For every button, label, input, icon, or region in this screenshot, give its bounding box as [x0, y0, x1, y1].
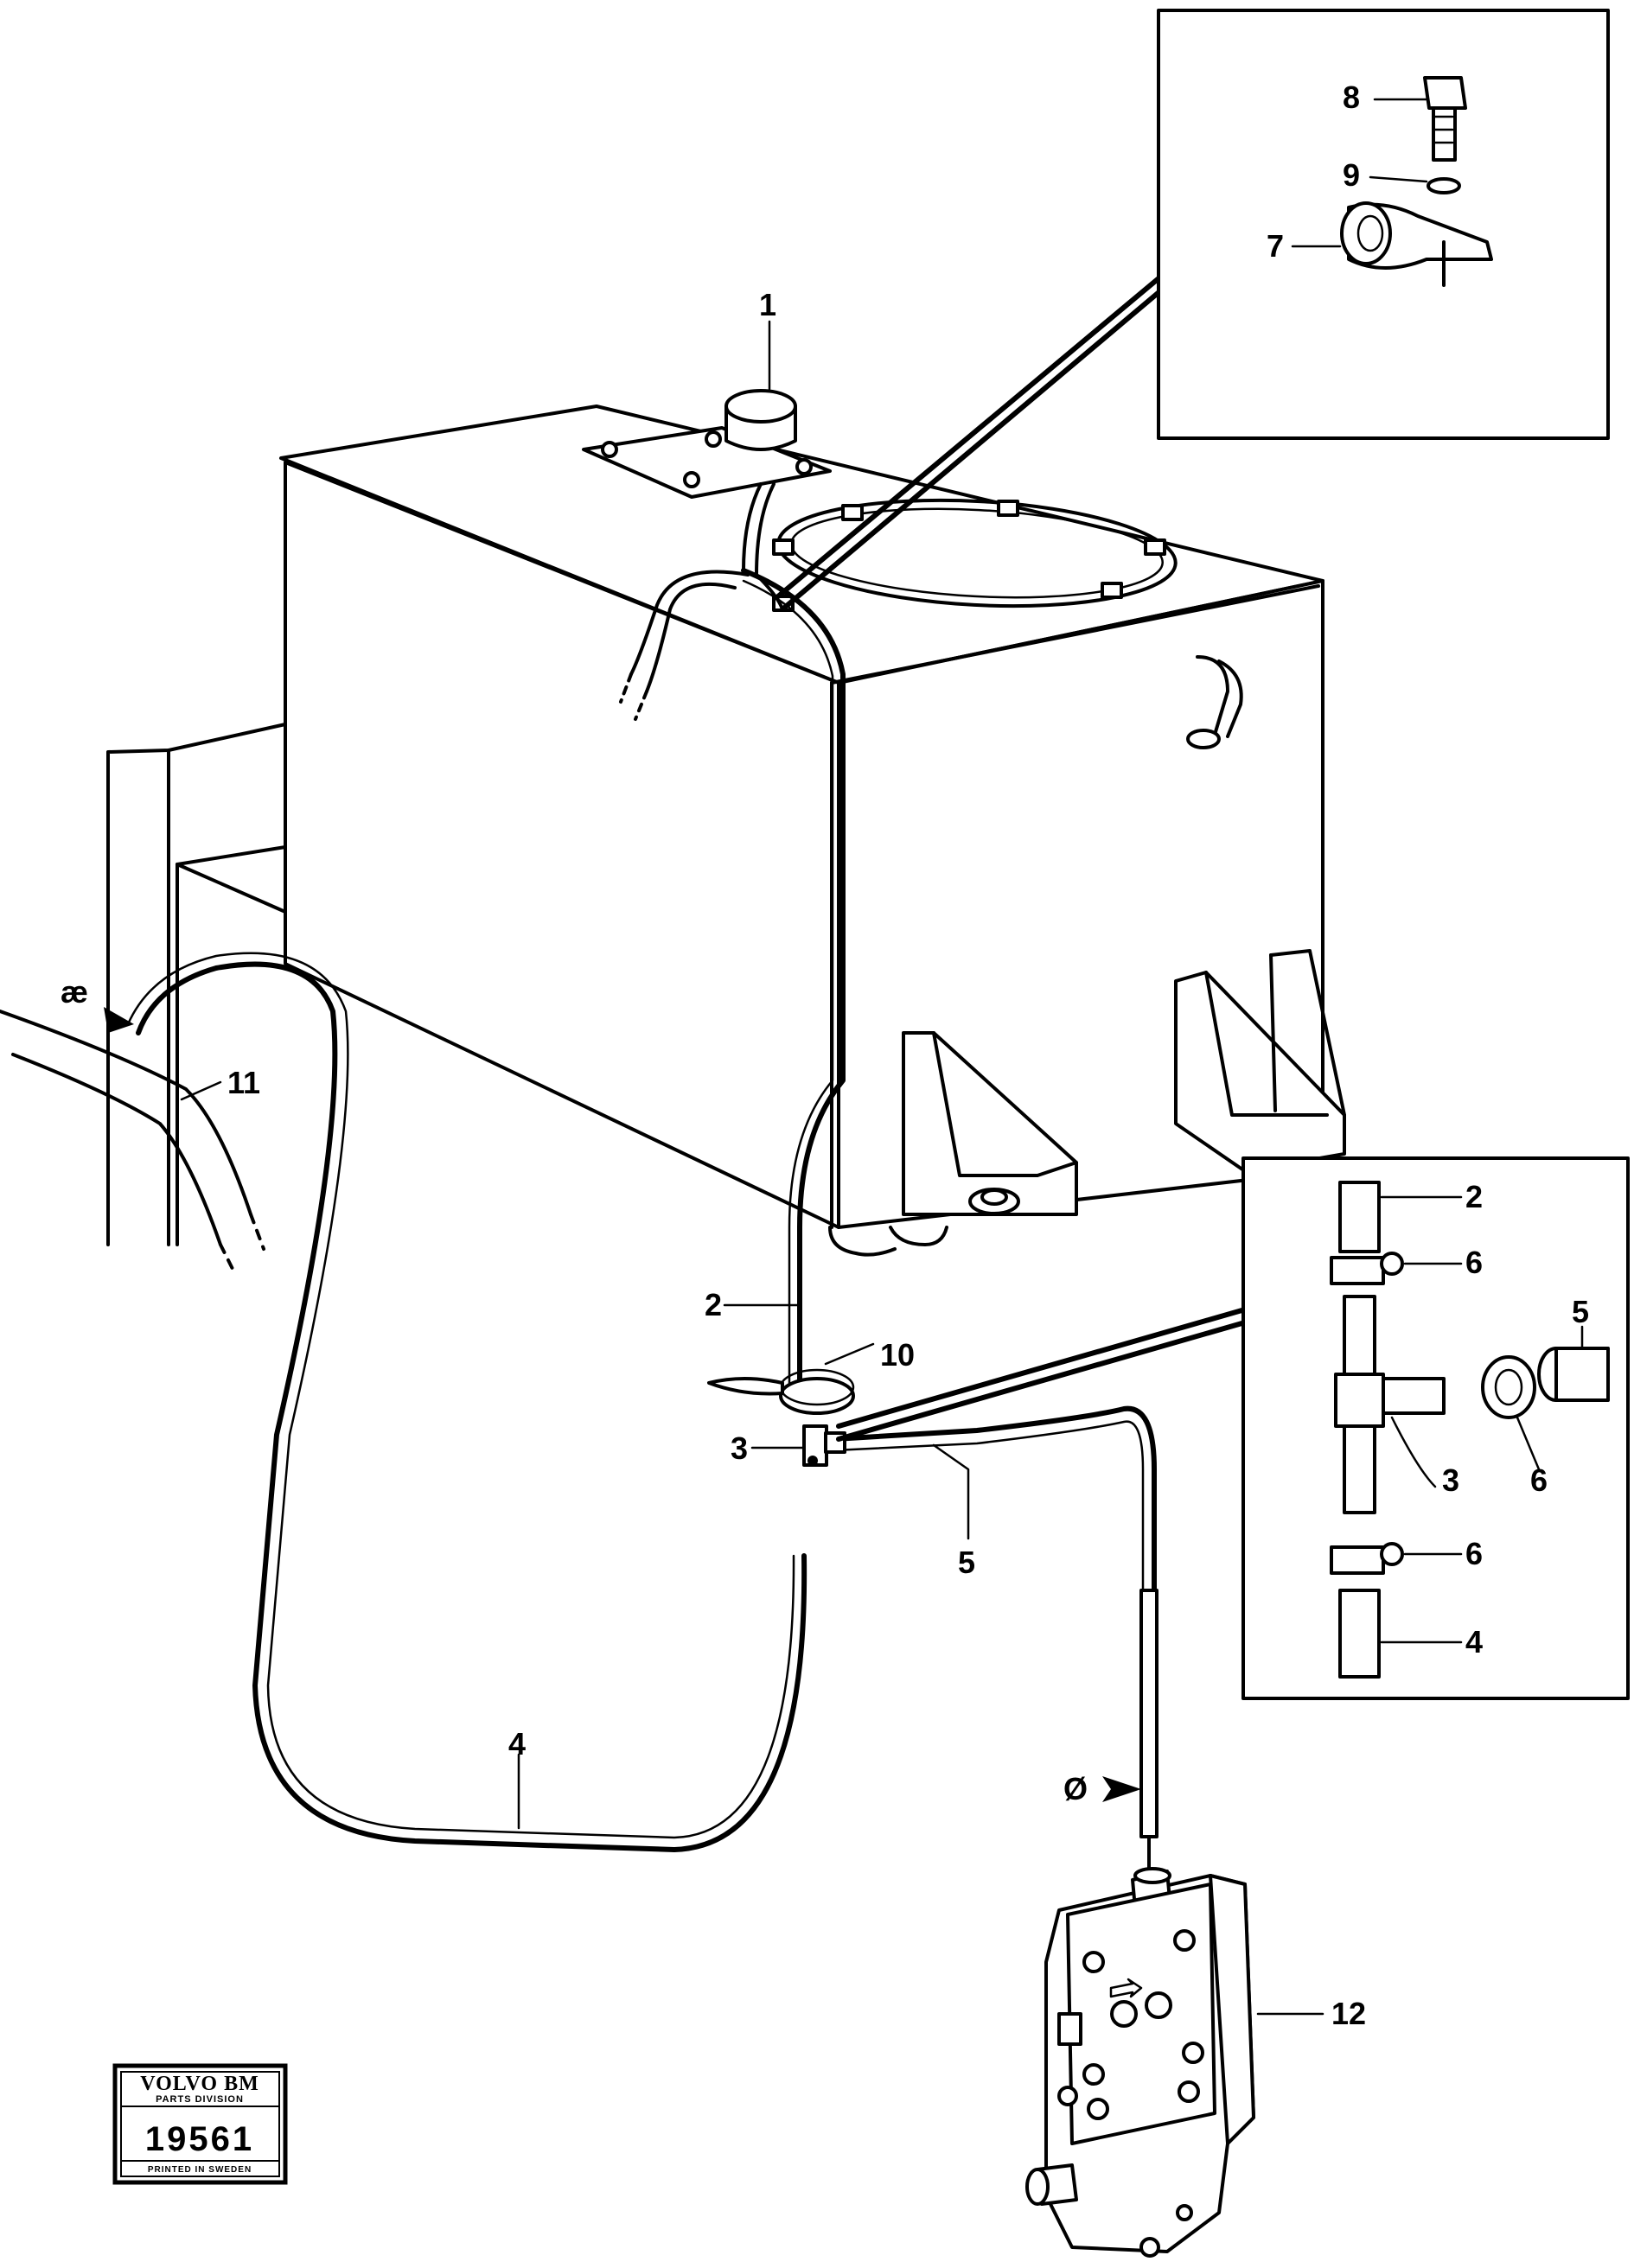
hydraulic-tank [279, 389, 1346, 1257]
filler-cap [582, 389, 832, 499]
stamp-printed: PRINTED IN SWEDEN [148, 2165, 252, 2175]
bolt-8 [1423, 76, 1467, 162]
detail-box-mounting [1157, 9, 1610, 440]
callout-5: 5 [958, 1545, 975, 1580]
control-valve [1025, 1867, 1255, 2258]
detail-callout-6-right: 6 [1530, 1462, 1548, 1498]
detail-box-tee [1241, 1156, 1630, 1700]
stamp-division: PARTS DIVISION [156, 2094, 244, 2105]
breather-pipe [1186, 655, 1243, 749]
callout-7: 7 [1267, 228, 1284, 264]
hose-clamp-10 [707, 1368, 855, 1415]
leader-lines [180, 272, 1324, 2016]
detail-callout-4: 4 [1465, 1624, 1483, 1660]
tee-fitting-3 [802, 1424, 846, 1467]
frame-structure [106, 723, 287, 1246]
marker-ae-label: æ [61, 974, 88, 1010]
detail-callout-5: 5 [1572, 1294, 1589, 1329]
marker-oslash-label: Ø [1063, 1771, 1088, 1806]
callout-1: 1 [759, 287, 776, 322]
callout-3: 3 [731, 1430, 748, 1466]
callout-2: 2 [705, 1287, 722, 1322]
callout-10: 10 [880, 1337, 915, 1373]
detail-callout-6-upper: 6 [1465, 1245, 1483, 1280]
callout-12: 12 [1331, 1996, 1366, 2031]
detail-callout-6-lower: 6 [1465, 1536, 1483, 1571]
detail-callout-3: 3 [1442, 1462, 1459, 1498]
callout-11: 11 [227, 1065, 260, 1100]
volvo-bm-stamp: VOLVO BM PARTS DIVISION 19561 PRINTED IN… [112, 2063, 288, 2185]
marker-oslash: Ø [1063, 1771, 1141, 1806]
inspection-cover [772, 498, 1178, 612]
frame-beam [0, 1010, 265, 1272]
washer-9 [1427, 177, 1461, 194]
callout-8: 8 [1343, 80, 1360, 115]
callout-9: 9 [1343, 157, 1360, 193]
callout-labels: 1 2 3 4 5 10 11 12 8 9 7 2 6 5 3 6 6 4 [227, 80, 1589, 2031]
tank-feet [828, 949, 1346, 1257]
callout-4: 4 [508, 1726, 526, 1762]
stamp-number: 19561 [145, 2120, 254, 2158]
stamp-brand: VOLVO BM [140, 2073, 259, 2095]
rubber-clamp-7 [1340, 201, 1493, 287]
marker-ae: æ [61, 974, 134, 1033]
detail-callout-2: 2 [1465, 1179, 1483, 1214]
